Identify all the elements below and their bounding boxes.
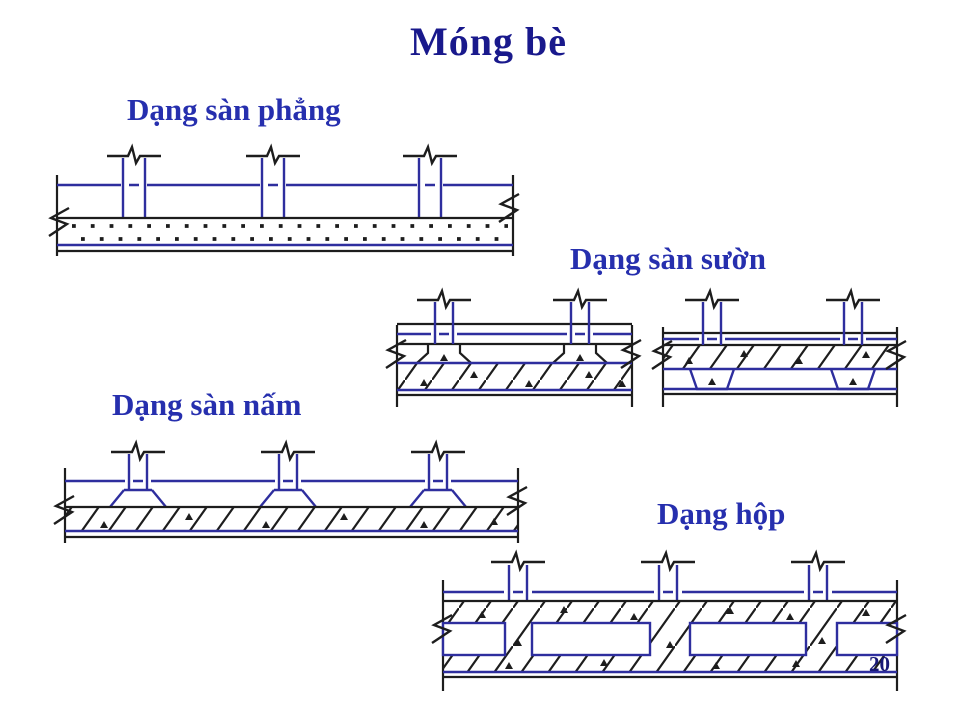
label-mushroom-slab: Dạng sàn nấm [112, 387, 302, 422]
page-number: 20 [869, 652, 890, 676]
drawing-mushroom-slab [52, 441, 529, 543]
label-flat-slab: Dạng sàn phẳng [127, 92, 341, 127]
slide-title: Móng bè [410, 19, 567, 64]
drawing-box-foundation [430, 551, 908, 691]
label-box-foundation: Dạng hộp [657, 496, 786, 531]
drawing-flat-slab [47, 145, 521, 256]
label-ribbed-slab: Dạng sàn sườn [570, 241, 767, 276]
drawing-ribbed-slab-downstand [650, 289, 908, 407]
drawing-ribbed-slab-pedestal [384, 289, 643, 407]
